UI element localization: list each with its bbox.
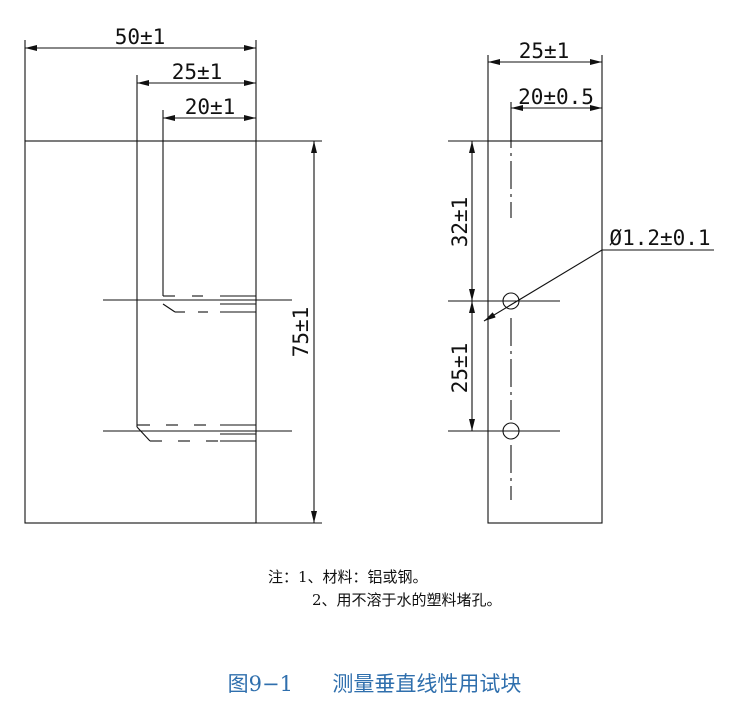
engineering-drawing: 50±1 25±1 20±1 75±1 25±1 20±0.5 [24, 25, 714, 524]
side-view-outline [487, 140, 603, 524]
side-view [448, 55, 714, 524]
front-view [24, 40, 322, 524]
lower-hidden-hole [103, 424, 292, 442]
dim-width-side-label: 25±1 [519, 39, 570, 63]
dim-outer-slot-label: 25±1 [172, 60, 223, 84]
dim-hole-spacing-label: 25±1 [448, 343, 472, 394]
notes: 注：1、材料：铝或钢。 2、用不溶于水的塑料堵孔。 [268, 566, 502, 612]
note-line-2: 2、用不溶于水的塑料堵孔。 [312, 591, 502, 609]
figure-number: 图9−1 [227, 672, 293, 696]
dim-width-front-label: 50±1 [115, 25, 166, 49]
upper-hidden-hole [103, 295, 292, 313]
dim-hole-offset-label: 20±0.5 [518, 85, 594, 109]
figure-caption: 图9−1 测量垂直线性用试块 [0, 668, 749, 698]
front-view-outline [24, 140, 257, 524]
dim-inner-slot-label: 20±1 [185, 95, 236, 119]
note-line-1: 注：1、材料：铝或钢。 [268, 568, 428, 586]
dim-hole-diameter-label: Ø1.2±0.1 [609, 226, 710, 250]
dim-height-label: 75±1 [289, 307, 313, 358]
dim-top-to-hole-label: 32±1 [448, 197, 472, 248]
figure-title: 测量垂直线性用试块 [332, 672, 522, 696]
